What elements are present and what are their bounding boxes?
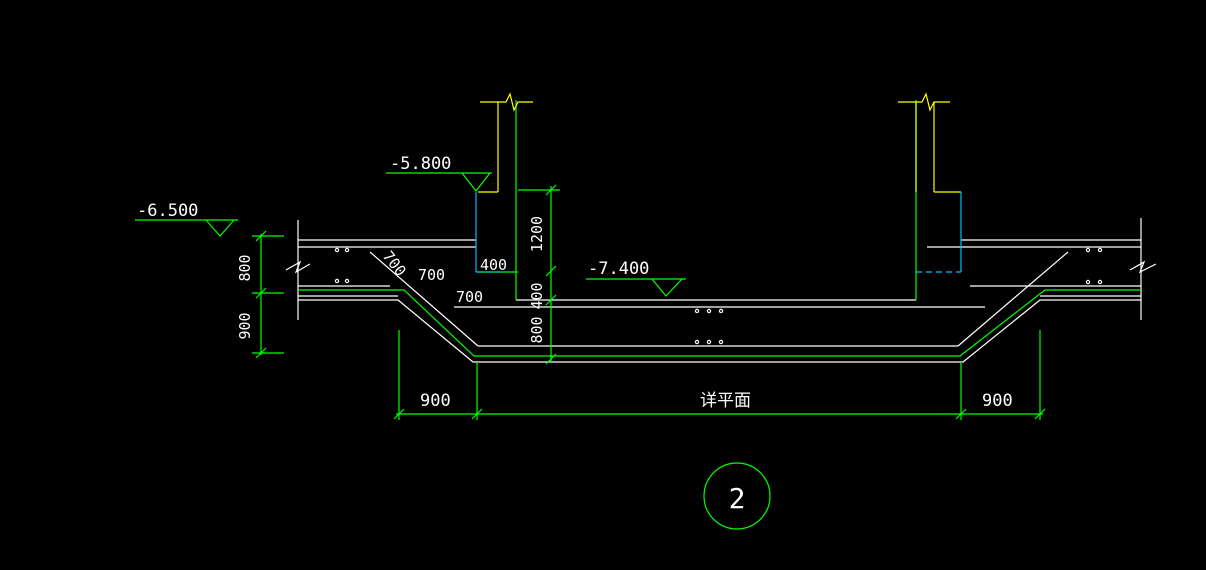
- dim-label-left-upper: 800: [236, 254, 254, 281]
- detail-reference-text: 详平面: [700, 391, 751, 411]
- dim-tick: [545, 353, 557, 365]
- dim-label-wall-lower: 400: [528, 282, 546, 309]
- dim-tick: [1034, 408, 1046, 420]
- elevation-label-pit: -7.400: [588, 259, 649, 279]
- dim-tick: [545, 294, 557, 306]
- elev-triangle-left: [205, 219, 235, 237]
- dim-label-slope-a: 700: [379, 247, 410, 279]
- section-tag-number: 2: [729, 482, 746, 515]
- dim-tick: [393, 408, 405, 420]
- wall-linework: [478, 92, 961, 193]
- dim-tick: [545, 265, 557, 277]
- elevation-label-wall: -5.800: [390, 154, 451, 174]
- right-wall-break: [898, 92, 950, 112]
- dim-label-left-lower: 900: [236, 312, 254, 339]
- section-tag-circle: [703, 462, 771, 530]
- dim-label-bottom-right: 900: [982, 391, 1013, 411]
- hidden-linework: [475, 192, 962, 273]
- break-mark-left: [285, 260, 311, 274]
- elevation-label-left: -6.500: [137, 201, 198, 221]
- rebar-dots: [334, 247, 1103, 345]
- slab-rebar-line: [298, 289, 1141, 357]
- dim-tick: [255, 287, 267, 299]
- structure-outline: [285, 218, 1157, 363]
- break-mark-right: [1129, 260, 1157, 274]
- outer-bottom-line: [298, 299, 1141, 363]
- elev-triangle-pit: [651, 278, 683, 297]
- right-slope-line: [957, 251, 1069, 347]
- dim-tick: [471, 408, 483, 420]
- dim-label-slope-b: 700: [418, 266, 445, 284]
- dim-tick: [255, 347, 267, 359]
- dim-label-wall-offset: 400: [480, 256, 507, 274]
- dim-tick: [545, 184, 557, 196]
- elev-triangle-wall: [461, 172, 491, 192]
- left-wall-break: [480, 92, 533, 112]
- dim-label-slab-bottom: 800: [528, 316, 546, 343]
- dim-label-bottom-left: 900: [420, 391, 451, 411]
- left-slope-line: [369, 251, 479, 347]
- dim-tick: [955, 408, 967, 420]
- dim-tick: [255, 230, 267, 242]
- dim-label-wall-height: 1200: [528, 216, 546, 252]
- green-linework: [135, 100, 1141, 530]
- dim-label-slope-c: 700: [456, 288, 483, 306]
